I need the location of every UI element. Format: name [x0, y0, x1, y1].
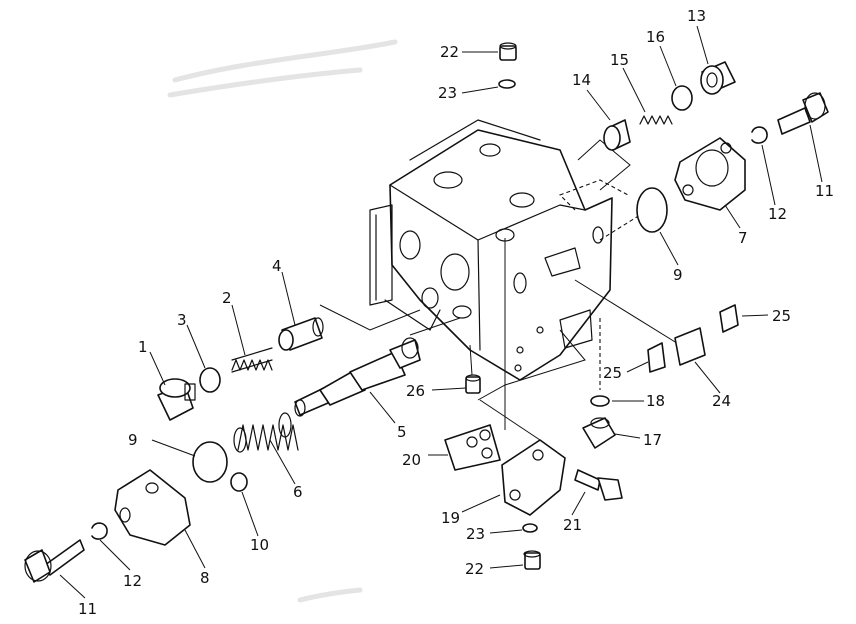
callout-9-left: 9	[128, 431, 138, 449]
callout-4: 4	[272, 257, 282, 275]
callout-labels: 1 3 2 4 5 6 9 10 8 12 11 22 23 14 15 16 …	[78, 7, 834, 618]
callout-2: 2	[222, 289, 232, 307]
part-15-spring	[639, 115, 673, 125]
part-14-piston	[603, 119, 631, 151]
callout-5: 5	[397, 423, 407, 441]
part-1-plug	[157, 378, 196, 421]
callout-24: 24	[712, 392, 731, 410]
callout-7: 7	[738, 229, 748, 247]
part-19-cover	[501, 439, 566, 516]
callout-14: 14	[572, 71, 591, 89]
part-26-plug	[465, 374, 481, 394]
part-20-gasket	[444, 424, 501, 471]
callout-20: 20	[402, 451, 421, 469]
callout-10: 10	[250, 536, 269, 554]
part-2-spring	[231, 347, 273, 373]
part-25-gasket-lower	[647, 342, 666, 373]
part-12-washer-left	[91, 522, 108, 540]
part-24-gasket	[674, 327, 706, 366]
part-22-plug-bottom	[523, 550, 541, 570]
callout-9-right: 9	[673, 266, 683, 284]
callout-15: 15	[610, 51, 629, 69]
valve-body	[369, 119, 613, 381]
part-21-bolt	[574, 469, 623, 501]
callout-16: 16	[646, 28, 665, 46]
callout-1: 1	[138, 338, 148, 356]
callout-22-bottom: 22	[465, 560, 484, 578]
part-10-oring	[230, 472, 248, 492]
callout-leaders	[59, 25, 823, 599]
part-3-oring	[199, 367, 221, 393]
part-18-oring	[590, 395, 610, 407]
scan-smudges	[167, 39, 398, 603]
part-13-plug	[700, 61, 736, 95]
part-25-gasket-upper	[719, 304, 739, 333]
callout-25-upper: 25	[772, 307, 791, 325]
part-11-bolt-right	[777, 92, 829, 135]
callout-3: 3	[177, 311, 187, 329]
callout-13: 13	[687, 7, 706, 25]
part-4-sleeve	[278, 317, 324, 351]
callout-22-top: 22	[440, 43, 459, 61]
part-7-cover	[674, 137, 746, 211]
part-23-oring-top	[498, 79, 516, 89]
callout-11-right: 11	[815, 182, 834, 200]
part-23-oring-bottom	[522, 523, 538, 533]
callout-19: 19	[441, 509, 460, 527]
callout-23-top: 23	[438, 84, 457, 102]
part-5-spool	[294, 337, 421, 417]
part-16-oring	[671, 85, 693, 111]
callout-6: 6	[293, 483, 303, 501]
part-11-bolt-left	[24, 539, 85, 583]
part-22-plug-top	[499, 42, 517, 61]
callout-17: 17	[643, 431, 662, 449]
callout-12-right: 12	[768, 205, 787, 223]
part-6-spring	[233, 412, 299, 453]
callout-12-left: 12	[123, 572, 142, 590]
assembly-lines	[319, 139, 681, 441]
callout-25-lower: 25	[603, 364, 622, 382]
callout-21: 21	[563, 516, 582, 534]
callout-26: 26	[406, 382, 425, 400]
callout-18: 18	[646, 392, 665, 410]
part-17-plug	[582, 417, 616, 449]
part-9-oring-left	[192, 441, 228, 483]
part-8-cover	[114, 469, 191, 546]
part-12-washer-right	[751, 126, 768, 144]
callout-23-bottom: 23	[466, 525, 485, 543]
callout-8: 8	[200, 569, 210, 587]
part-9-oring-right	[636, 187, 668, 233]
callout-11-left: 11	[78, 600, 97, 618]
